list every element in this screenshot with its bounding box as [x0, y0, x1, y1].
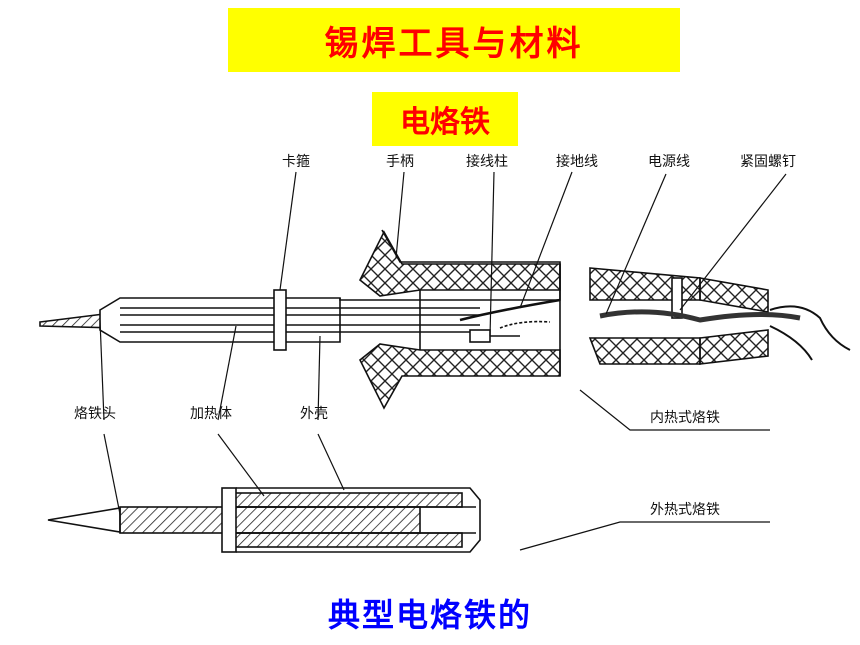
label-shell: 外壳 [300, 405, 328, 422]
slide-title: 锡焊工具与材料 [228, 8, 680, 72]
label-tip: 烙铁头 [74, 406, 116, 422]
external-heating-iron [47, 487, 481, 553]
label-ground-wire: 接地线 [556, 153, 598, 170]
heater-element [231, 492, 463, 508]
internal-heating-iron [39, 229, 851, 410]
slide-subtitle: 电烙铁 [372, 92, 518, 146]
label-fastening-screw: 紧固螺钉 [740, 154, 796, 170]
clamp-ring [273, 289, 287, 351]
label-handle: 手柄 [386, 154, 414, 170]
diagram-labels: 卡箍 手柄 接线柱 接地线 电源线 紧固螺钉 烙铁头 加热体 外壳 内热式烙铁 … [74, 153, 796, 518]
heater-sleeve [99, 297, 341, 343]
iron-tip-external [47, 507, 121, 533]
outer-shell [236, 487, 481, 553]
soldering-iron-diagram: 卡箍 手柄 接线柱 接地线 电源线 紧固螺钉 烙铁头 加热体 外壳 内热式烙铁 … [39, 153, 851, 553]
leader-lines [99, 171, 787, 551]
label-internal-type: 内热式烙铁 [650, 410, 720, 426]
label-terminal: 接线柱 [466, 153, 508, 170]
label-clamp: 卡箍 [282, 153, 310, 170]
label-heater: 加热体 [190, 406, 232, 422]
slide-caption: 典型电烙铁的 [327, 596, 532, 634]
label-external-type: 外热式烙铁 [650, 502, 720, 518]
label-power-cord: 电源线 [648, 154, 690, 170]
